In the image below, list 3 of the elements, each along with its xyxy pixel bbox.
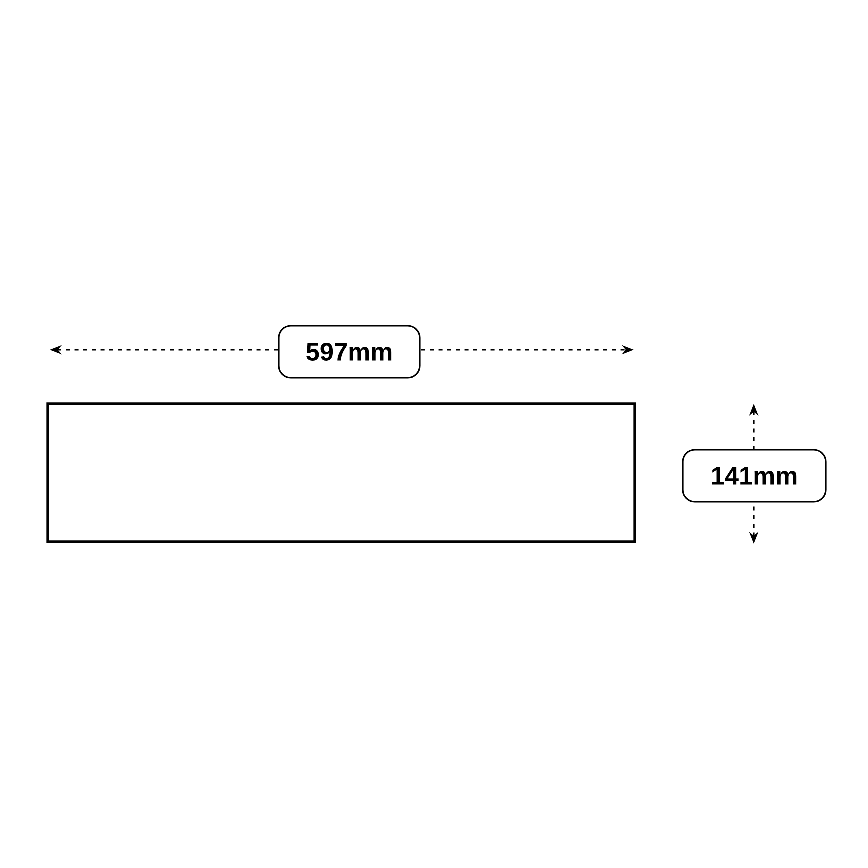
- dimension-label: 141mm: [682, 449, 827, 503]
- panel-outline: [46, 402, 636, 544]
- dimension-label: 597mm: [278, 325, 421, 379]
